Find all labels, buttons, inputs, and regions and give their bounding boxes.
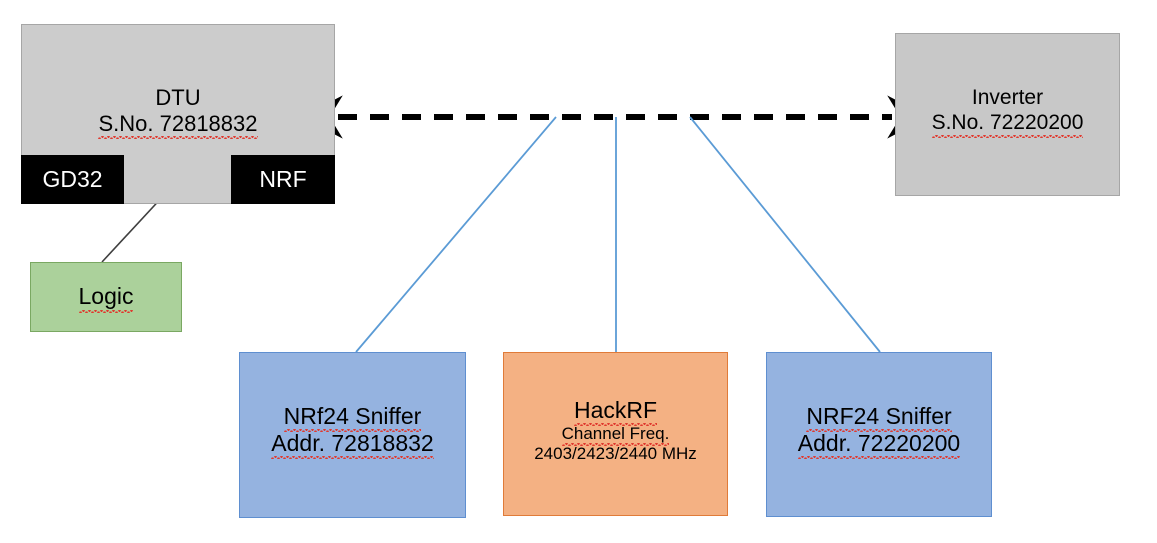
logic-label: Logic <box>78 283 134 313</box>
hackrf-label-frequencies: 2403/2423/2440 MHz <box>534 444 697 464</box>
node-gd32[interactable]: GD32 <box>21 155 124 204</box>
sniffer-right-tap-line <box>689 116 881 353</box>
dtu-label-title: DTU <box>155 85 201 110</box>
sniffer-left-tap-line <box>355 116 557 353</box>
node-nrf[interactable]: NRF <box>231 155 335 204</box>
hackrf-label-channel: Channel Freq. <box>561 424 670 447</box>
node-logic[interactable]: Logic <box>30 262 182 332</box>
node-sniffer-left[interactable]: NRf24 Sniffer Addr. 72818832 <box>239 352 466 518</box>
hackrf-label-title: HackRF <box>573 397 658 427</box>
sniffer-right-label-title: NRF24 Sniffer <box>806 403 952 433</box>
gd32-label: GD32 <box>42 166 103 192</box>
node-sniffer-right[interactable]: NRF24 Sniffer Addr. 72220200 <box>766 352 992 517</box>
inverter-label-serial: S.No. 72220200 <box>931 110 1084 138</box>
sniffer-left-label-address: Addr. 72818832 <box>271 430 435 460</box>
nrf-label: NRF <box>259 166 307 192</box>
sniffer-left-label-title: NRf24 Sniffer <box>283 403 422 433</box>
node-hackrf[interactable]: HackRF Channel Freq. 2403/2423/2440 MHz <box>503 352 728 516</box>
dtu-label-serial: S.No. 72818832 <box>98 110 258 139</box>
sniffer-right-label-address: Addr. 72220200 <box>797 430 961 460</box>
node-inverter[interactable]: Inverter S.No. 72220200 <box>895 33 1120 196</box>
inverter-label-title: Inverter <box>971 86 1044 109</box>
